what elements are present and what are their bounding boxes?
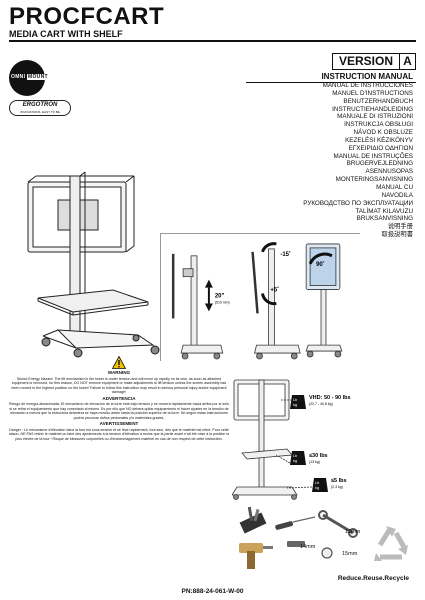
tilt-down-label: -15˚ (280, 251, 291, 258)
language-item: INSTRUKCJA OBSŁUGI (344, 121, 413, 129)
logo-mount-text: MOUNT (27, 74, 49, 80)
language-item: NÁVOD K OBSLUZE (353, 129, 414, 137)
svg-text:Lb: Lb (315, 481, 319, 485)
language-item: MANUALE DI ISTRUZIONI (337, 113, 413, 121)
omnimount-mark: OMNI MOUNT (9, 60, 49, 96)
warning-heading-en: WARNING (107, 370, 131, 375)
shelf-weight-label: ≤30 lbs (309, 453, 328, 459)
language-item: MANUAL DE INSTRUCCIONES (322, 82, 413, 89)
language-item: NAVODILA (381, 191, 413, 199)
required-tools-illustration (239, 506, 358, 569)
omnimount-logo: OMNI MOUNT ERGOTRON INNOVATIONS. EASY TO… (9, 60, 71, 120)
recycle-slogan: Reduce.Reuse.Recycle (337, 575, 409, 582)
manual-language-list: INSTRUCTION MANUAL MANUAL DE INSTRUCCION… (253, 72, 413, 239)
language-item: MANUEL D'INSTRUCTIONS (332, 89, 413, 97)
lb-kg-badge-shelf: Lb kg (290, 451, 306, 465)
screwdriver-icon (275, 516, 316, 530)
language-item: MANUAL DE INSTRUÇÕES (333, 152, 413, 160)
media-cart-illustration (27, 171, 160, 358)
socket-14mm-label: 14mm (300, 544, 316, 550)
language-item: BENUTZERHANDBUCH (343, 97, 413, 105)
language-item: MANUAL CU (376, 183, 413, 191)
language-item: 说明手册 (387, 223, 413, 231)
lb-kg-badge-base: Lb kg (312, 478, 328, 492)
ergotron-badge: ERGOTRON INNOVATIONS. EASY TO BE (9, 100, 71, 116)
height-travel-label: 20" (215, 294, 225, 300)
warning-text-es: Riesgo de energía almacenada: El mecanis… (9, 402, 229, 420)
language-item: ΕΓΧΕΙΡΙΔΙΟ ΟΔΗΓΙΩΝ (348, 144, 413, 152)
socket-15mm-label: 15mm (342, 551, 358, 557)
base-weight-kg: (2,3 kg) (331, 485, 343, 489)
lb-kg-badge-vhd: Lb kg (290, 395, 306, 409)
warning-heading-fr: AVERTISSEMENT (99, 421, 139, 426)
logo-omni-text: OMNI (11, 74, 26, 80)
weight-capacity-illustration: Lb kg VHD: 50 - 90 lbs (22,7 - 40,8 kg) … (232, 379, 351, 500)
language-item: INSTRUCTION MANUAL (321, 72, 413, 81)
base-weight-label: ≤5 lbs (331, 478, 347, 484)
header-rule (9, 40, 416, 42)
vhd-weight-kg: (22,7 - 40,8 kg) (309, 402, 333, 406)
drill-icon (239, 543, 273, 569)
language-item: MONTERINGSANVISNING (335, 176, 413, 184)
socket-14mm-icon (287, 541, 305, 547)
language-item: BRUGERVEJLEDNING (346, 160, 413, 168)
language-item: INSTRUCTIEHANDLEIDING (332, 105, 413, 113)
wrench-size-label: 13mm (345, 529, 361, 535)
wrench-icon (318, 510, 358, 538)
warning-text-fr: Danger : Le mécanisme d'élévation dans l… (8, 427, 230, 441)
version-code: A (399, 53, 416, 70)
warning-block: WARNING Stored Energy Hazard: The lift m… (8, 356, 230, 441)
svg-text:kg: kg (293, 459, 297, 463)
language-item: ASENNUSOPAS (365, 168, 413, 176)
warning-icon (112, 356, 126, 369)
rotation-label: 90˚ (316, 261, 325, 268)
svg-text:kg: kg (293, 403, 297, 407)
shelf-weight-kg: (13 kg) (309, 460, 320, 464)
adjustment-panel: 20" (510 mm) -15˚ +5˚ 90˚ (160, 233, 360, 361)
language-item: 取扱説明書 (381, 231, 413, 239)
language-item: BRUKSANVISNING (356, 215, 413, 223)
ergotron-tagline: INNOVATIONS. EASY TO BE (20, 110, 60, 114)
vhd-weight-label: VHD: 50 - 90 lbs (309, 395, 351, 401)
language-rule (246, 82, 416, 83)
warning-heading-es: ADVERTENCIA (102, 395, 136, 401)
language-item: TALİMAT KILAVUZU (355, 207, 413, 215)
recycle-icon (374, 526, 408, 561)
ergotron-text: ERGOTRON (22, 102, 58, 108)
toolbox-icon (239, 506, 267, 534)
language-item: РУКОВОДСТВО ПО ЭКСПЛУАТАЦИИ (303, 199, 413, 207)
version-box: VERSION A (331, 53, 416, 70)
part-number: PN:888-24-061-W-00 (181, 588, 244, 595)
version-label: VERSION (331, 53, 399, 70)
language-item: KEZELÉSI KÉZIKÖNYV (345, 136, 413, 144)
height-travel-mm: (510 mm) (215, 300, 230, 304)
svg-text:Lb: Lb (293, 454, 297, 458)
tilt-up-label: +5˚ (270, 287, 279, 294)
product-subtitle: MEDIA CART WITH SHELF (9, 29, 123, 39)
svg-text:Lb: Lb (293, 398, 297, 402)
warning-text-en: Stored Energy Hazard: The lift mechanism… (11, 376, 227, 395)
socket-15mm-icon (321, 547, 333, 559)
svg-text:kg: kg (315, 486, 319, 490)
product-title: PROCFCART (9, 3, 165, 30)
